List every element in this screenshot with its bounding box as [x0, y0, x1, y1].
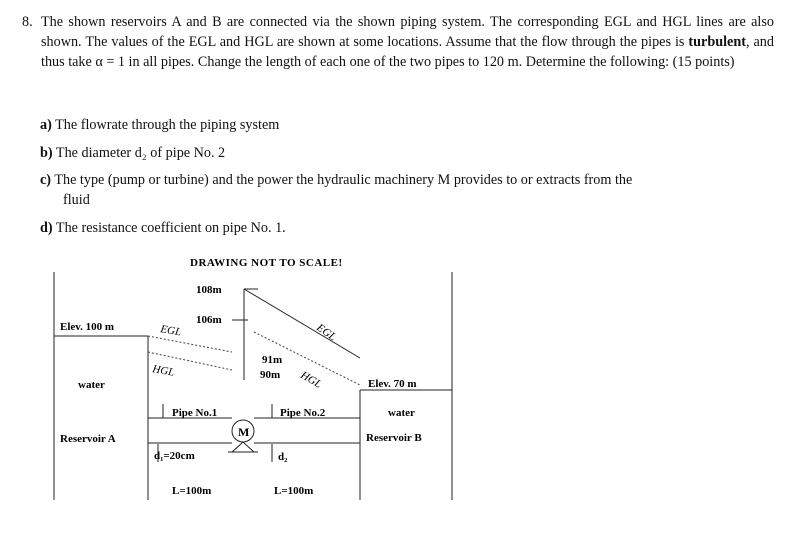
reservoir-b-label: Reservoir B — [366, 432, 422, 444]
part-c: c) The type (pump or turbine) and the po… — [40, 170, 775, 210]
pipe-1-label: Pipe No.1 — [172, 407, 217, 419]
part-a-label: a) — [40, 117, 52, 133]
problem-text: The shown reservoirs A and B are connect… — [41, 12, 774, 72]
length-1-label: L=100m — [172, 485, 211, 497]
part-d-text: The resistance coefficient on pipe No. 1… — [55, 220, 286, 236]
part-d-label: d) — [40, 220, 53, 236]
val-90-label: 90m — [260, 369, 280, 381]
val-91-label: 91m — [262, 354, 282, 366]
d1-label: d₁=20cm — [154, 450, 195, 462]
problem-number: 8. — [22, 14, 33, 30]
egl-right-label: EGL — [313, 321, 338, 343]
problem-text-part2: , and thus take α = 1 in all pipes. Chan… — [41, 34, 774, 70]
part-a-text: The flowrate through the piping system — [55, 117, 280, 133]
problem-text-part1: The shown reservoirs A and B are connect… — [41, 14, 774, 50]
egl-108-label: 108m — [196, 284, 222, 296]
egl-106-label: 106m — [196, 314, 222, 326]
egl-left-label: EGL — [158, 323, 182, 339]
part-c-text-cont: fluid — [63, 192, 90, 208]
part-b-text: The diameter d₂ of pipe No. 2 — [55, 145, 226, 161]
right-elevation-label: Elev. 70 m — [368, 378, 417, 390]
water-right-label: water — [388, 407, 415, 419]
machine-m-label: M — [238, 425, 249, 439]
pipe-2-label: Pipe No.2 — [280, 407, 326, 419]
diagram-title: DRAWING NOT TO SCALE! — [190, 257, 343, 269]
egl-pipe1-dotted — [147, 335, 233, 353]
part-b: b) The diameter d₂ of pipe No. 2 — [40, 143, 775, 163]
left-elevation-label: Elev. 100 m — [60, 321, 114, 333]
hgl-left-label: HGL — [150, 363, 175, 379]
part-c-label: c) — [40, 172, 52, 188]
part-c-text: The type (pump or turbine) and the power… — [54, 172, 633, 188]
length-2-label: L=100m — [274, 485, 313, 497]
hgl-right-label: HGL — [298, 369, 324, 391]
problem-statement: 8. The shown reservoirs A and B are conn… — [22, 12, 774, 72]
problem-text-bold: turbulent — [688, 34, 746, 50]
part-b-label: b) — [40, 145, 53, 161]
d2-label: d₂ — [278, 451, 288, 463]
egl-pipe2-line — [243, 288, 361, 359]
part-d: d) The resistance coefficient on pipe No… — [40, 218, 775, 238]
machine-base — [231, 441, 255, 453]
water-left-label: water — [78, 379, 105, 391]
part-a: a) The flowrate through the piping syste… — [40, 115, 775, 135]
reservoir-a-label: Reservoir A — [60, 433, 116, 445]
